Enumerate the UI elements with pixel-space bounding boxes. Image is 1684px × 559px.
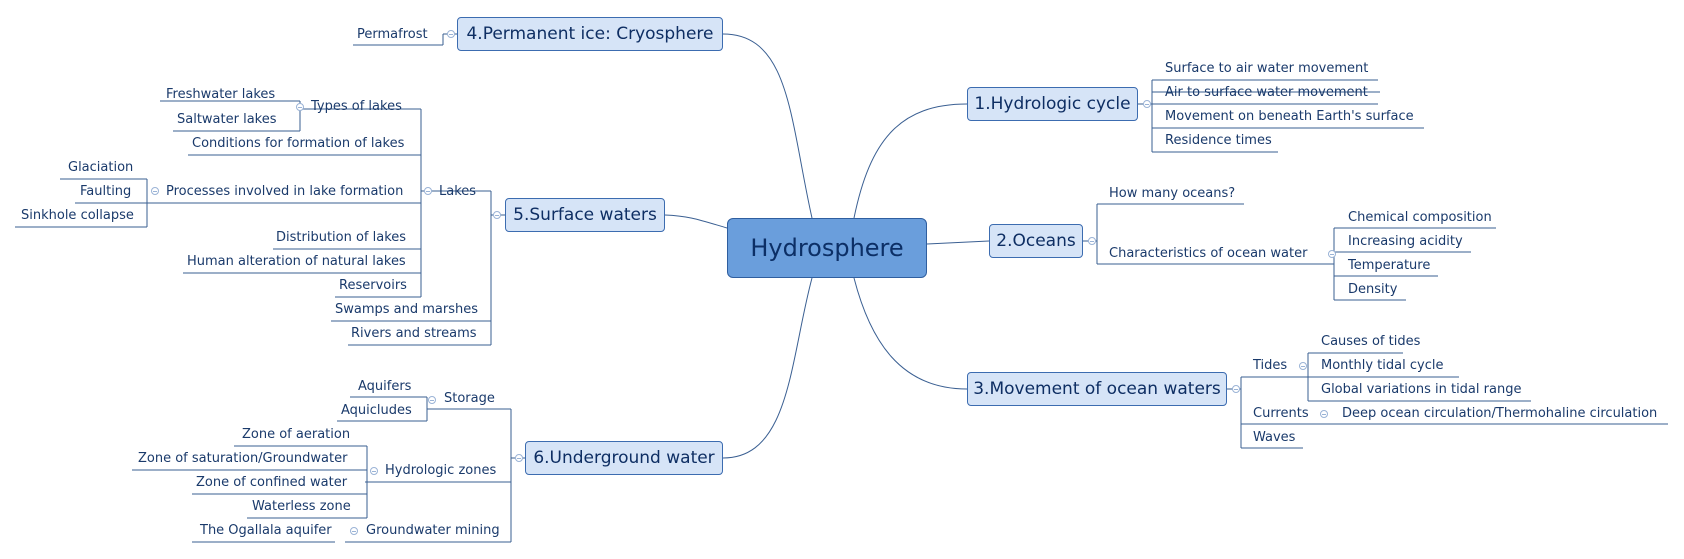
branch-label: 3.Movement of ocean waters bbox=[973, 378, 1221, 399]
collapse-icon[interactable] bbox=[1143, 100, 1151, 108]
collapse-icon[interactable] bbox=[1088, 237, 1096, 245]
subtopic[interactable]: Faulting bbox=[80, 184, 132, 199]
subtopic[interactable]: Groundwater mining bbox=[366, 523, 500, 538]
subtopic[interactable]: Zone of saturation/Groundwater bbox=[138, 451, 348, 466]
central-topic[interactable]: Hydrosphere bbox=[727, 218, 927, 278]
subtopic[interactable]: Glaciation bbox=[68, 160, 134, 175]
branch-movement-of-ocean-waters[interactable]: 3.Movement of ocean waters bbox=[967, 372, 1227, 406]
branch-surface-waters[interactable]: 5.Surface waters bbox=[505, 198, 665, 232]
subtopic[interactable]: Human alteration of natural lakes bbox=[187, 254, 406, 269]
subtopic[interactable]: Global variations in tidal range bbox=[1321, 382, 1522, 397]
subtopic[interactable]: Air to surface water movement bbox=[1165, 85, 1368, 100]
subtopic[interactable]: Zone of confined water bbox=[196, 475, 348, 490]
subtopic[interactable]: Rivers and streams bbox=[351, 326, 477, 341]
collapse-icon[interactable] bbox=[370, 467, 378, 475]
subtopic[interactable]: Types of lakes bbox=[311, 99, 402, 114]
subtopic[interactable]: Sinkhole collapse bbox=[21, 208, 134, 223]
subtopic[interactable]: Freshwater lakes bbox=[166, 87, 276, 102]
subtopic[interactable]: Increasing acidity bbox=[1348, 234, 1463, 249]
collapse-icon[interactable] bbox=[428, 396, 436, 404]
branch-cryosphere[interactable]: 4.Permanent ice: Cryosphere bbox=[457, 17, 723, 51]
subtopic[interactable]: Conditions for formation of lakes bbox=[192, 136, 405, 151]
subtopic[interactable]: Movement on beneath Earth's surface bbox=[1165, 109, 1414, 124]
subtopic[interactable]: Deep ocean circulation/Thermohaline circ… bbox=[1342, 406, 1658, 421]
collapse-icon[interactable] bbox=[424, 187, 432, 195]
subtopic[interactable]: Aquicludes bbox=[341, 403, 412, 418]
subtopic[interactable]: Chemical composition bbox=[1348, 210, 1492, 225]
collapse-icon[interactable] bbox=[493, 211, 501, 219]
subtopic[interactable]: Aquifers bbox=[358, 379, 412, 394]
collapse-icon[interactable] bbox=[296, 103, 304, 111]
subtopic[interactable]: The Ogallala aquifer bbox=[200, 523, 332, 538]
branch-underground-water[interactable]: 6.Underground water bbox=[525, 441, 723, 475]
collapse-icon[interactable] bbox=[1232, 385, 1240, 393]
collapse-icon[interactable] bbox=[515, 454, 523, 462]
subtopic[interactable]: Processes involved in lake formation bbox=[166, 184, 404, 199]
central-topic-label: Hydrosphere bbox=[750, 234, 904, 262]
branch-label: 6.Underground water bbox=[533, 447, 715, 468]
subtopic[interactable]: Currents bbox=[1253, 406, 1309, 421]
subtopic[interactable]: Lakes bbox=[439, 184, 477, 199]
subtopic[interactable]: Saltwater lakes bbox=[177, 112, 277, 127]
subtopic[interactable]: Swamps and marshes bbox=[335, 302, 479, 317]
subtopic[interactable]: Permafrost bbox=[357, 27, 428, 42]
subtopic[interactable]: Distribution of lakes bbox=[276, 230, 407, 245]
collapse-icon[interactable] bbox=[1320, 410, 1328, 418]
subtopic[interactable]: Tides bbox=[1253, 358, 1288, 373]
subtopic[interactable]: Characteristics of ocean water bbox=[1109, 246, 1308, 261]
subtopic[interactable]: Zone of aeration bbox=[242, 427, 351, 442]
branch-label: 5.Surface waters bbox=[513, 204, 657, 225]
branch-label: 4.Permanent ice: Cryosphere bbox=[466, 23, 714, 44]
subtopic[interactable]: Residence times bbox=[1165, 133, 1272, 148]
collapse-icon[interactable] bbox=[447, 30, 455, 38]
subtopic[interactable]: Temperature bbox=[1348, 258, 1431, 273]
subtopic[interactable]: Waterless zone bbox=[252, 499, 351, 514]
subtopic[interactable]: Monthly tidal cycle bbox=[1321, 358, 1444, 373]
subtopic[interactable]: Surface to air water movement bbox=[1165, 61, 1369, 76]
subtopic[interactable]: Density bbox=[1348, 282, 1398, 297]
subtopic[interactable]: How many oceans? bbox=[1109, 186, 1236, 201]
branch-hydrologic-cycle[interactable]: 1.Hydrologic cycle bbox=[967, 87, 1138, 121]
subtopic[interactable]: Storage bbox=[444, 391, 495, 406]
subtopic[interactable]: Hydrologic zones bbox=[385, 463, 497, 478]
branch-oceans[interactable]: 2.Oceans bbox=[989, 224, 1083, 258]
branch-label: 2.Oceans bbox=[996, 230, 1076, 251]
subtopic[interactable]: Reservoirs bbox=[339, 278, 407, 293]
subtopic[interactable]: Causes of tides bbox=[1321, 334, 1421, 349]
collapse-icon[interactable] bbox=[1299, 362, 1307, 370]
collapse-icon[interactable] bbox=[1328, 250, 1336, 258]
collapse-icon[interactable] bbox=[350, 527, 358, 535]
collapse-icon[interactable] bbox=[151, 187, 159, 195]
branch-label: 1.Hydrologic cycle bbox=[974, 93, 1131, 114]
subtopic[interactable]: Waves bbox=[1253, 430, 1296, 445]
